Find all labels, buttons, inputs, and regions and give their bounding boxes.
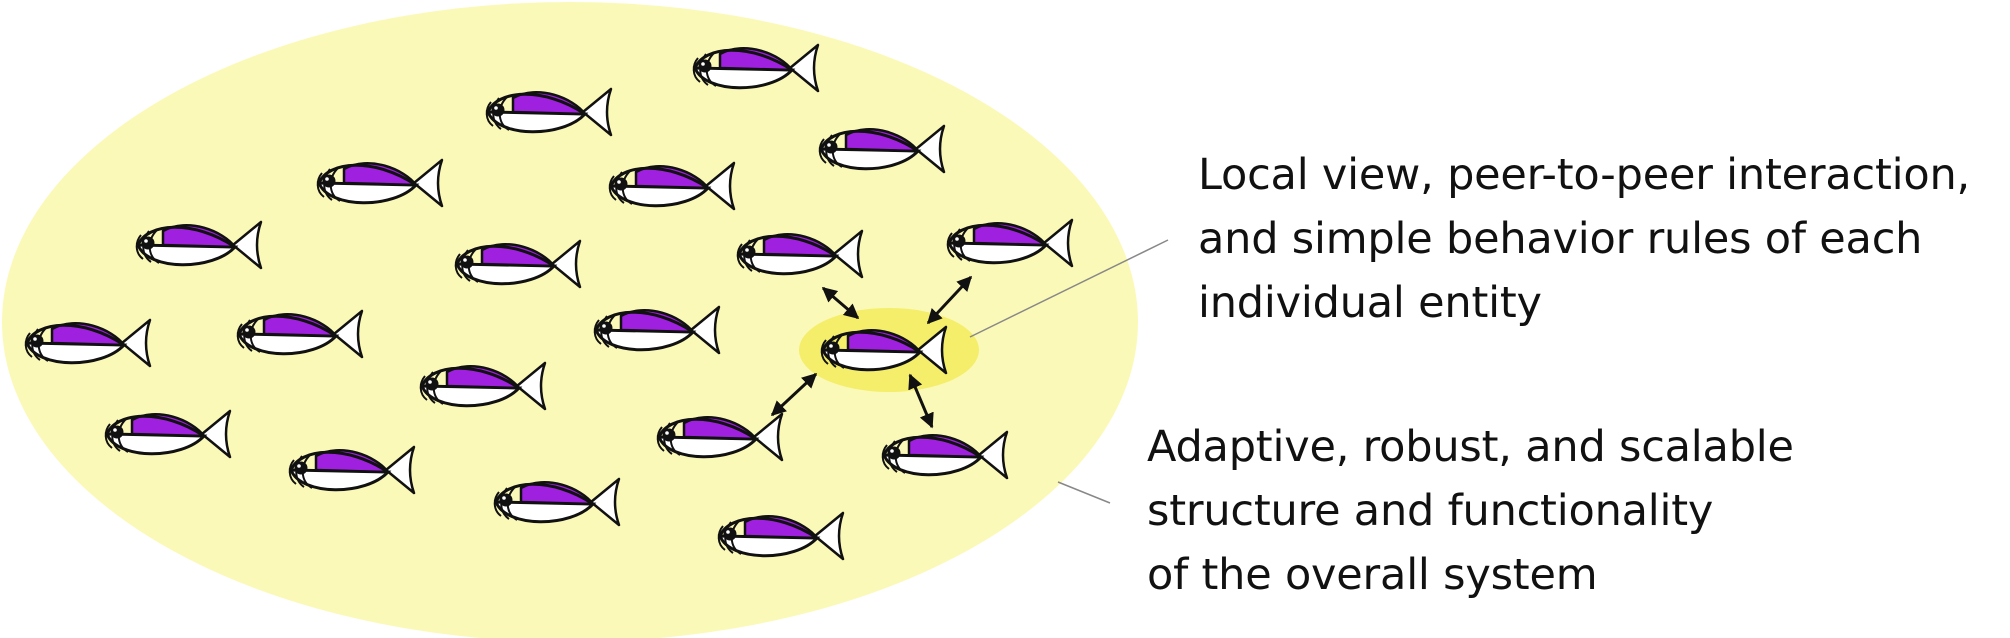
leader-line-global (1057, 481, 1111, 504)
interaction-arrows (770, 275, 973, 429)
caption-line: Adaptive, robust, and scalable (1147, 422, 1794, 472)
system-ellipse (2, 2, 1138, 638)
arrow-lower-right (908, 373, 934, 429)
leader-line-local (969, 239, 1169, 338)
caption-local-behavior: Local view, peer-to-peer interaction, an… (1198, 143, 1970, 335)
caption-line: structure and functionality (1147, 486, 1714, 536)
caption-line: individual entity (1198, 278, 1542, 328)
arrow-upper-right (926, 275, 973, 325)
arrow-upper-left (821, 286, 860, 320)
caption-global-behavior: Adaptive, robust, and scalable structure… (1147, 415, 1794, 607)
caption-line: of the overall system (1147, 550, 1598, 600)
arrow-lower-left (770, 372, 818, 417)
caption-line: Local view, peer-to-peer interaction, (1198, 150, 1970, 200)
caption-line: and simple behavior rules of each (1198, 214, 1923, 264)
